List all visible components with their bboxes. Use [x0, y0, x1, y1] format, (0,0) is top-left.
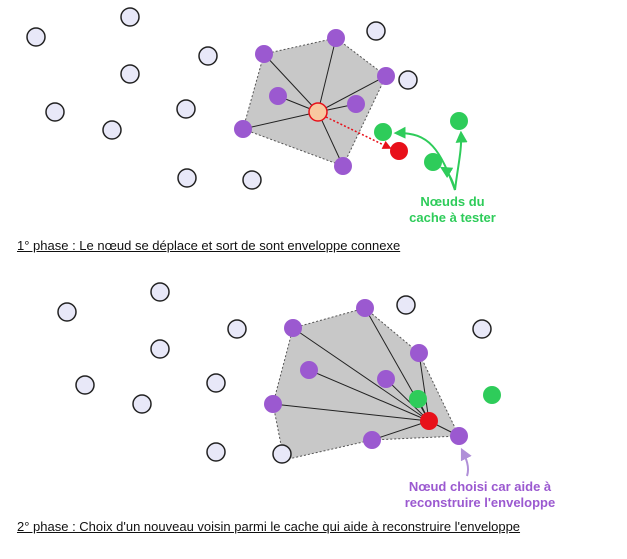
idle-node: [177, 168, 197, 188]
neighbor-node: [356, 299, 374, 317]
cache-annotation-line2: cache à tester: [409, 210, 496, 225]
cache-node: [409, 390, 427, 408]
idle-node: [150, 339, 170, 359]
phase1-idle-nodes: [26, 7, 418, 190]
cache-node: [424, 153, 442, 171]
idle-node: [75, 375, 95, 395]
idle-node: [242, 170, 262, 190]
neighbor-node: [234, 120, 252, 138]
chosen-node-annotation: Nœud choisi car aide à reconstruire l'en…: [385, 479, 575, 511]
idle-node: [272, 444, 292, 464]
neighbor-node: [334, 157, 352, 175]
phase1-caption: 1° phase : Le nœud se déplace et sort de…: [17, 238, 401, 253]
phase1-diagram: [26, 7, 468, 191]
phase2-chosen-arrow: [460, 447, 472, 477]
cache-annotation-line1: Nœuds du: [420, 194, 485, 209]
phase2-diagram: [57, 282, 501, 477]
moving-node: [390, 142, 408, 160]
idle-node: [57, 302, 77, 322]
neighbor-node: [327, 29, 345, 47]
neighbor-node: [255, 45, 273, 63]
neighbor-node: [264, 395, 282, 413]
idle-node: [198, 46, 218, 66]
chosen-neighbor-node: [450, 427, 468, 445]
origin-node: [308, 102, 328, 122]
idle-node: [206, 442, 226, 462]
idle-node: [45, 102, 65, 122]
idle-node: [396, 295, 416, 315]
phase1-cache-arrows: [393, 126, 468, 191]
idle-node: [366, 21, 386, 41]
neighbor-node: [284, 319, 302, 337]
idle-node: [120, 64, 140, 84]
idle-node: [227, 319, 247, 339]
idle-node: [176, 99, 196, 119]
idle-node: [26, 27, 46, 47]
phase1-links: [242, 37, 387, 167]
phase2-neighbor-nodes: [264, 299, 468, 449]
cache-node: [483, 386, 501, 404]
idle-node: [102, 120, 122, 140]
phase1-cache-nodes: [374, 112, 468, 171]
idle-node: [132, 394, 152, 414]
neighbor-node: [300, 361, 318, 379]
neighbor-node: [269, 87, 287, 105]
cache-node: [374, 123, 392, 141]
neighbor-node: [410, 344, 428, 362]
cache-node: [450, 112, 468, 130]
phase2-cache-nodes: [409, 386, 501, 408]
idle-node: [472, 319, 492, 339]
chosen-annotation-line1: Nœud choisi car aide à: [408, 479, 552, 494]
idle-node: [150, 282, 170, 302]
neighbor-node: [347, 95, 365, 113]
idle-node: [398, 70, 418, 90]
chosen-annotation-line2: reconstruire l'enveloppe: [404, 495, 556, 510]
neighbor-node: [377, 370, 395, 388]
idle-node: [120, 7, 140, 27]
cache-nodes-annotation: Nœuds du cache à tester: [395, 194, 510, 226]
phase2-caption: 2° phase : Choix d'un nouveau voisin par…: [17, 519, 521, 534]
neighbor-node: [377, 67, 395, 85]
neighbor-node: [363, 431, 381, 449]
moving-node: [420, 412, 438, 430]
idle-node: [206, 373, 226, 393]
phase1-neighbor-nodes: [234, 29, 395, 175]
phase2-idle-nodes: [57, 282, 492, 464]
